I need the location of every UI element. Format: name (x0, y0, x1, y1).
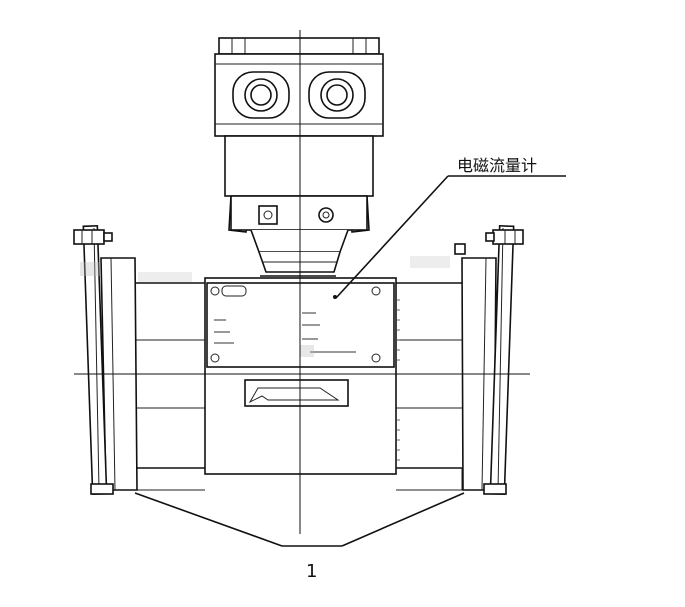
nameplate-box (204, 277, 400, 475)
smudge-marks (80, 256, 450, 357)
cable-gland-left-icon (232, 71, 290, 119)
converter-neck (224, 135, 374, 277)
meter-label-leader (335, 175, 566, 299)
meter-label: 电磁流量计 (457, 156, 537, 175)
cable-gland-right-icon (308, 71, 366, 119)
flange-item-number: 1 (306, 561, 317, 582)
center-lines (74, 30, 530, 534)
flange-leaders (134, 492, 465, 547)
